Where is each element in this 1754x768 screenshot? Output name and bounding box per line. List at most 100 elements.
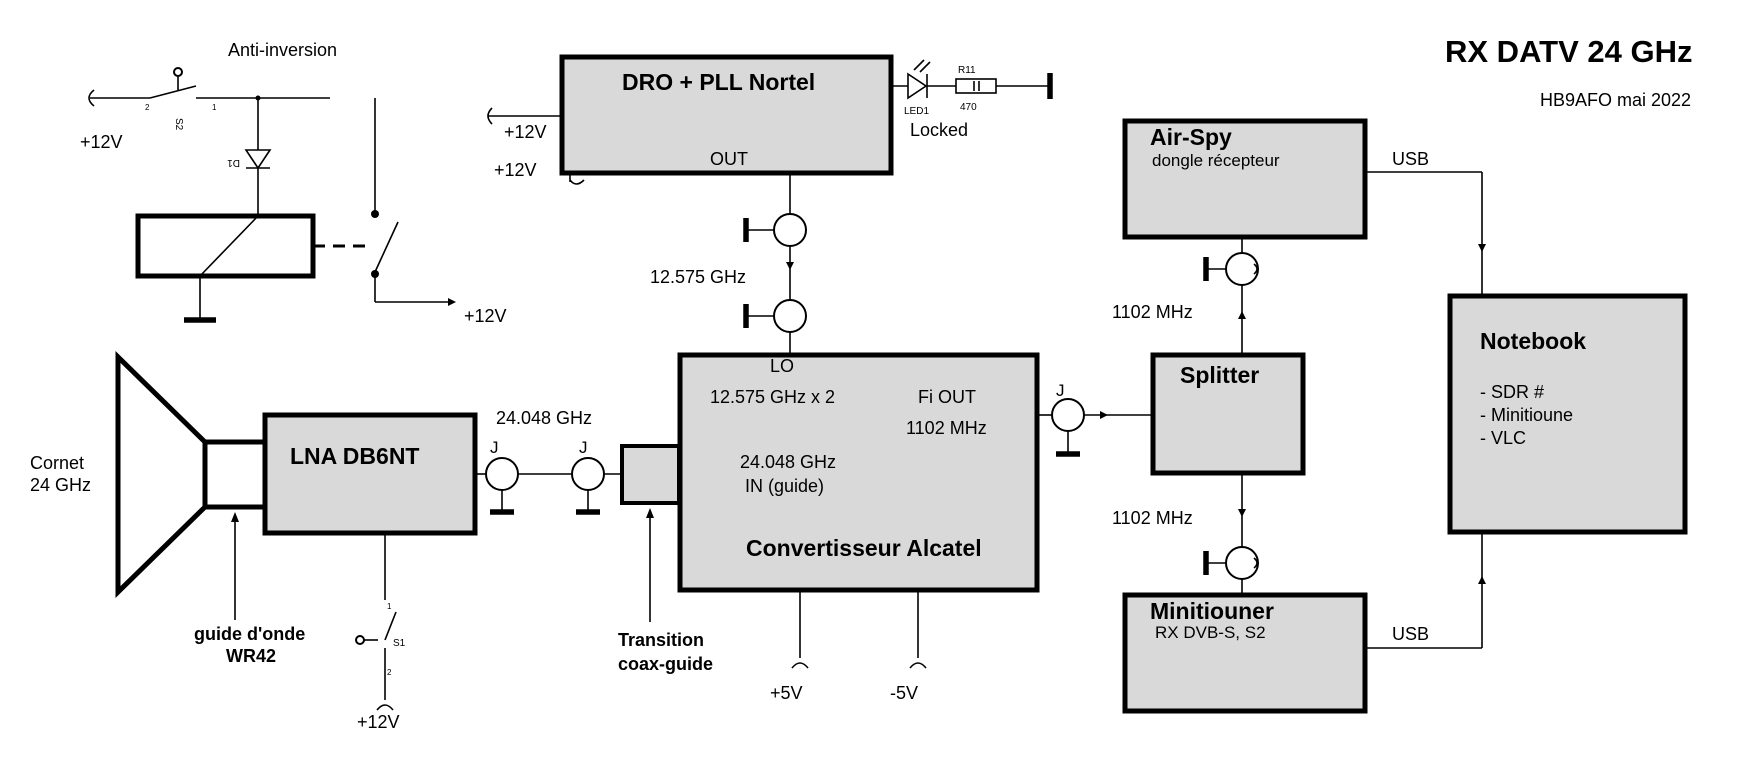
cornet-label-line1: Cornet — [30, 453, 84, 473]
switch-s2-blade — [149, 85, 197, 99]
led1-label: LED1 — [904, 106, 929, 117]
coax-connector-lna-out — [485, 457, 519, 491]
cornet-label-line2: 24 GHz — [30, 475, 91, 495]
converter-box — [677, 352, 1040, 593]
led1 — [907, 72, 928, 100]
anti-inversion-circuit: Anti-inversion 2 1 S2 +12V D1 +12V — [80, 40, 507, 326]
minitiouner-subtitle: RX DVB-S, S2 — [1155, 623, 1266, 642]
converter-fi-label: Fi OUT — [918, 387, 976, 407]
lna-block: LNA DB6NT 1 S1 2 +12V — [262, 412, 478, 732]
arrow — [1238, 509, 1246, 517]
waveguide-label-line2: WR42 — [226, 646, 276, 666]
switch-s2-label: S2 — [173, 118, 184, 131]
diode-d1-label: D1 — [227, 157, 240, 168]
arrow — [231, 512, 239, 522]
transition-label-line1: Transition — [618, 630, 704, 650]
coax-connector-lo-in — [773, 299, 807, 333]
rf-frequency-label: 24.048 GHz — [496, 408, 592, 428]
resistor-r11 — [955, 78, 997, 94]
converter-in-frequency: 24.048 GHz — [740, 452, 836, 472]
notebook-item: - SDR # — [1480, 382, 1544, 402]
switch-s1-label: S1 — [393, 638, 406, 649]
switch-s2-pin-1: 1 — [212, 103, 217, 112]
lo-path: 12.575 GHz — [650, 173, 807, 355]
supply-plus12v-label-2: +12V — [464, 306, 507, 326]
transition-label-line2: coax-guide — [618, 654, 713, 674]
converter-power-connector-minus5v — [909, 662, 927, 669]
lna-title: LNA DB6NT — [290, 443, 419, 469]
converter-power-connector-plus5v — [791, 662, 809, 669]
arrow — [1478, 576, 1486, 584]
notebook-title: Notebook — [1480, 328, 1586, 354]
airspy-subtitle: dongle récepteur — [1152, 151, 1280, 170]
arrow — [448, 298, 456, 306]
led1-ray — [913, 59, 925, 71]
converter-minus5v-label: -5V — [890, 683, 918, 703]
dro-power-connector-2 — [569, 179, 585, 185]
arrow — [786, 262, 794, 270]
switch-s2-pin-2: 2 — [145, 103, 150, 112]
horn-antenna: Cornet 24 GHz guide d'onde WR42 — [30, 351, 305, 666]
coax-connector-airspy — [1225, 252, 1259, 286]
converter-in-label: IN (guide) — [745, 476, 824, 496]
converter-block: LO 12.575 GHz x 2 Fi OUT 1102 MHz 24.048… — [677, 352, 1040, 703]
lna-plus12v-label: +12V — [357, 712, 400, 732]
horn-body — [115, 351, 208, 598]
connector-j-label: J — [579, 438, 588, 457]
relay-contact-blade — [374, 221, 399, 273]
switch-s1-pin-1: 1 — [387, 602, 392, 611]
resistor-r11-value: 470 — [960, 102, 977, 113]
dro-pll-title: DRO + PLL Nortel — [622, 69, 815, 95]
minitiouner-block: Minitiouner RX DVB-S, S2 — [1122, 592, 1368, 714]
resistor-r11-label: R11 — [958, 65, 976, 76]
relay-contact-top — [371, 210, 379, 218]
anti-inversion-label: Anti-inversion — [228, 40, 337, 60]
dro-out-label: OUT — [710, 149, 748, 169]
led1-ray — [919, 61, 931, 73]
supply-plus12v-label-1: +12V — [80, 132, 123, 152]
usb-top-label: USB — [1392, 149, 1429, 169]
coax-connector-conv-in — [571, 457, 605, 491]
airspy-box — [1122, 118, 1368, 240]
relay-coil-diagonal — [199, 215, 259, 277]
switch-s1-actuator — [355, 635, 365, 645]
switch-s2-actuator — [173, 67, 183, 77]
notebook-box — [1447, 293, 1688, 535]
rf-path: J 24.048 GHz J Transition coax-guide — [475, 408, 713, 674]
coax-connector-fi-out — [1051, 398, 1085, 432]
connector-j-label: J — [490, 438, 499, 457]
diagram-title: RX DATV 24 GHz — [1445, 34, 1692, 69]
if-path: J — [1037, 381, 1153, 457]
if-frequency-top-label: 1102 MHz — [1112, 302, 1193, 322]
airspy-title: Air-Spy — [1150, 124, 1232, 150]
lo-frequency-label: 12.575 GHz — [650, 267, 746, 287]
splitter-title: Splitter — [1180, 362, 1259, 388]
splitter-block: Splitter 1102 MHz 1102 MHz — [1112, 237, 1306, 595]
converter-title: Convertisseur Alcatel — [746, 535, 982, 561]
converter-fi-frequency: 1102 MHz — [906, 418, 987, 438]
arrow — [1238, 311, 1246, 319]
coax-connector-dro-out — [773, 213, 807, 247]
power-connector-s2 — [88, 89, 95, 107]
dro-plus12v-label-2: +12V — [494, 160, 537, 180]
coax-guide-transition — [620, 444, 681, 505]
arrow — [1100, 411, 1108, 419]
switch-s1-pin-2: 2 — [387, 668, 392, 677]
diode-d1 — [244, 149, 272, 170]
minitiouner-title: Minitiouner — [1150, 598, 1274, 624]
if-frequency-bottom-label: 1102 MHz — [1112, 508, 1193, 528]
lna-box — [262, 412, 478, 536]
waveguide-label-line1: guide d'onde — [194, 624, 305, 644]
connector-j-label: J — [1056, 381, 1065, 400]
arrow — [646, 508, 654, 518]
locked-label: Locked — [910, 120, 968, 140]
waveguide-wr42 — [202, 439, 268, 510]
converter-plus5v-label: +5V — [770, 683, 803, 703]
coax-connector-minitiouner — [1225, 546, 1259, 580]
usb-links: USB USB — [1365, 149, 1486, 649]
switch-s1-blade — [384, 611, 397, 641]
airspy-block: Air-Spy dongle récepteur — [1122, 118, 1368, 240]
arrow — [1478, 244, 1486, 252]
converter-multiplier-label: 12.575 GHz x 2 — [710, 387, 835, 407]
